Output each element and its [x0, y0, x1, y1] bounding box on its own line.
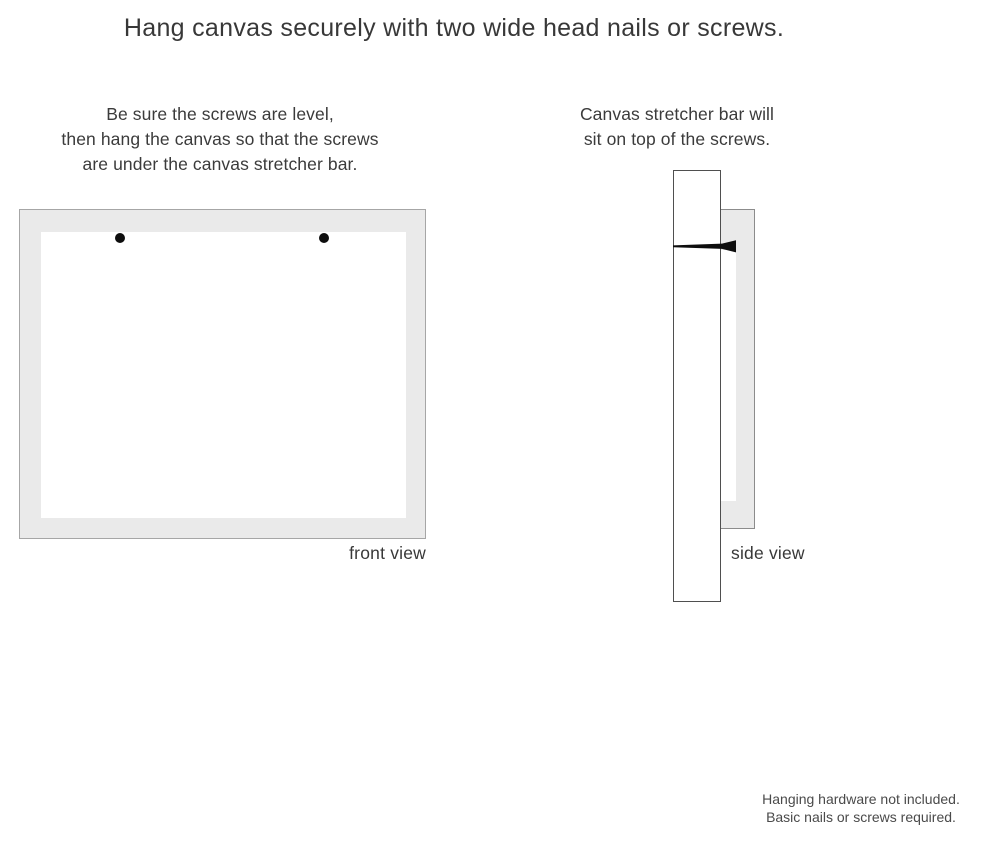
front-instruction-line-1: Be sure the screws are level,	[106, 104, 334, 124]
hardware-footnote: Hanging hardware not included. Basic nai…	[736, 790, 986, 826]
front-view-instructions: Be sure the screws are level, then hang …	[20, 102, 420, 177]
side-view-canvas-inner-face	[721, 250, 736, 501]
footnote-line-2: Basic nails or screws required.	[766, 809, 956, 825]
front-instruction-line-3: are under the canvas stretcher bar.	[82, 154, 358, 174]
front-instruction-line-2: then hang the canvas so that the screws	[61, 129, 379, 149]
front-view-canvas-frame	[19, 209, 426, 539]
side-view-instructions: Canvas stretcher bar will sit on top of …	[527, 102, 827, 152]
screw-head-dot-right	[319, 233, 329, 243]
side-instruction-line-1: Canvas stretcher bar will	[579, 104, 775, 124]
side-instruction-line-2: sit on top of the screws.	[583, 129, 771, 149]
side-view-wall	[673, 170, 721, 602]
front-view-label: front view	[349, 543, 426, 563]
page-title: Hang canvas securely with two wide head …	[123, 14, 785, 42]
side-view-label: side view	[731, 543, 805, 563]
nail-icon	[673, 240, 736, 253]
front-view-canvas-face	[41, 232, 406, 518]
nail-shape	[673, 240, 736, 253]
footnote-line-1: Hanging hardware not included.	[762, 791, 960, 807]
screw-head-dot-left	[115, 233, 125, 243]
